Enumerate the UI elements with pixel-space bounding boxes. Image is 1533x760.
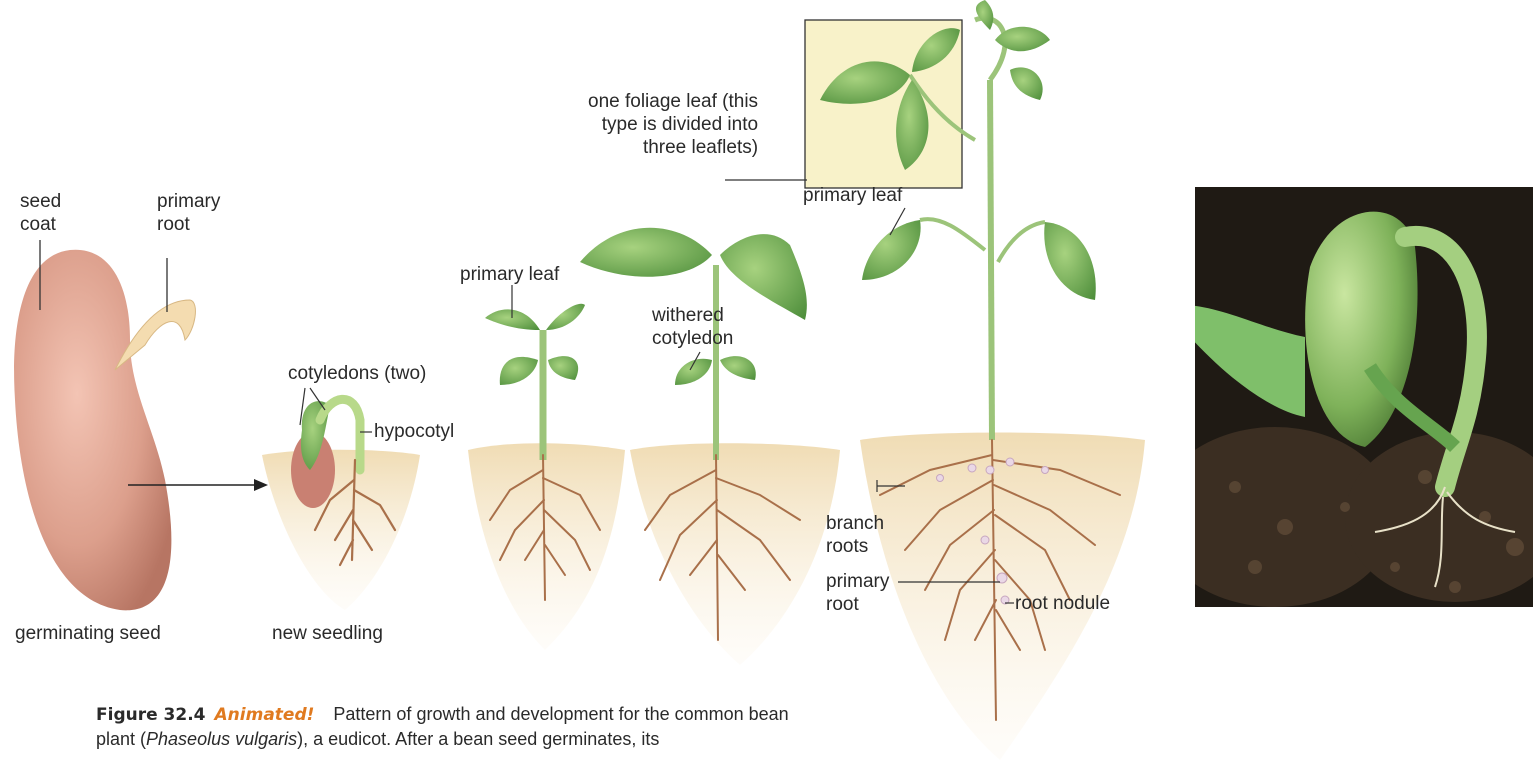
label-primary-leaf-young: primary leaf — [460, 263, 559, 286]
animated-link[interactable]: Animated! — [215, 705, 315, 725]
label-seed-coat: seed coat — [20, 190, 61, 236]
label-new-seedling: new seedling — [272, 622, 383, 645]
older-plant-illustration — [580, 228, 840, 665]
label-hypocotyl: hypocotyl — [374, 420, 454, 443]
figure-number: Figure 32.4 — [96, 705, 206, 725]
bean-seedling-photo — [1195, 187, 1533, 607]
label-primary-leaf-mature: primary leaf — [803, 184, 902, 207]
label-cotyledons: cotyledons (two) — [288, 362, 426, 385]
label-germinating-seed: germinating seed — [15, 622, 161, 645]
label-root-nodule: root nodule — [1015, 592, 1110, 615]
mature-plant-illustration — [725, 0, 1145, 760]
label-branch-roots: branch roots — [826, 512, 884, 558]
caption-species: Phaseolus vulgaris — [146, 729, 297, 749]
germinating-seed-illustration — [14, 240, 195, 610]
young-plant-illustration — [468, 285, 625, 650]
label-primary-root-mature: primary root — [826, 570, 889, 616]
figure-caption: Figure 32.4 Animated! Pattern of growth … — [96, 702, 816, 751]
caption-text-2: ), a eudicot. After a bean seed germinat… — [297, 729, 659, 749]
label-primary-root-seed: primary root — [157, 190, 220, 236]
label-withered-cotyledon: withered cotyledon — [652, 304, 733, 350]
label-foliage-leaf: one foliage leaf (this type is divided i… — [588, 90, 758, 159]
